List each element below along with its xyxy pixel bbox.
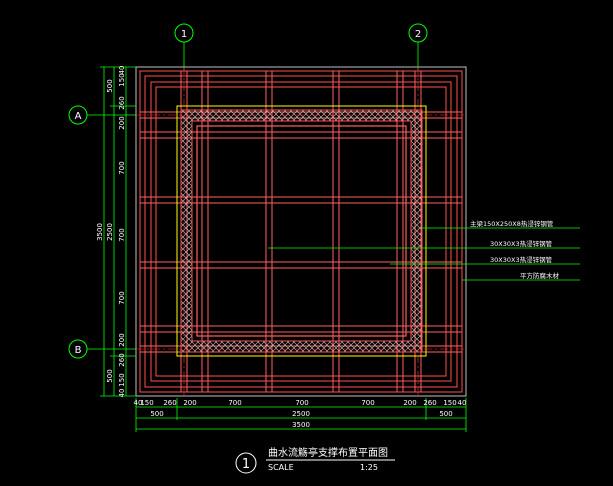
scale-label: SCALE xyxy=(268,463,294,472)
inner-border xyxy=(176,105,427,357)
detail-number: 1 xyxy=(242,457,250,472)
dim-bottom-r1-9: 150 xyxy=(443,399,456,407)
title-block: 1 曲水流觞亭支撑布置平面图 SCALE 1:25 xyxy=(235,446,395,474)
axis-bubble-a[interactable]: A xyxy=(68,105,88,125)
dim-left-inner-1: 150 xyxy=(118,73,126,86)
detail-bubble xyxy=(235,452,257,474)
dim-left-inner-0: 40 xyxy=(118,66,126,75)
dim-left-inner-6: 700 xyxy=(118,291,126,304)
axis-label-1: 1 xyxy=(181,29,187,40)
note-main-beam: 主梁150X250X8热浸锌钢管 xyxy=(470,219,554,228)
outer-frame xyxy=(135,66,467,397)
dim-bottom-r1-4: 700 xyxy=(228,399,241,407)
dim-bottom-r1-6: 700 xyxy=(361,399,374,407)
dim-left-mid-0: 500 xyxy=(106,79,114,92)
note-tube-1: 30X30X3热浸锌钢管 xyxy=(490,239,553,248)
dim-left-inner-9: 150 xyxy=(118,373,126,386)
dim-bottom-r1-5: 700 xyxy=(295,399,308,407)
dim-left-inner-7: 200 xyxy=(118,333,126,346)
dim-bottom-r1-3: 200 xyxy=(183,399,196,407)
dim-left-inner-2: 260 xyxy=(118,96,126,109)
dim-bottom-r3-0: 3500 xyxy=(292,421,310,429)
dim-bottom-r1-7: 200 xyxy=(403,399,416,407)
axis-bubble-1[interactable]: 1 xyxy=(174,23,194,43)
dim-left-inner-3: 200 xyxy=(118,116,126,129)
axis-label-a: A xyxy=(75,111,82,122)
dim-left-mid-2: 500 xyxy=(106,369,114,382)
dim-bottom-r1-2: 260 xyxy=(163,399,176,407)
dim-bottom-r2-2: 500 xyxy=(439,410,452,418)
drawing-title: 曲水流觞亭支撑布置平面图 xyxy=(268,446,388,459)
note-tube-2: 30X30X3热浸锌钢管 xyxy=(490,255,553,264)
notes: 主梁150X250X8热浸锌钢管 30X30X3热浸锌钢管 30X30X3热浸锌… xyxy=(470,219,560,280)
axis-bubble-2[interactable]: 2 xyxy=(408,23,428,43)
dim-left-inner-5: 700 xyxy=(118,228,126,241)
axis-label-b: B xyxy=(75,345,82,356)
dim-left-mid-1: 2500 xyxy=(106,223,114,241)
dim-left-inner-10: 40 xyxy=(118,389,126,398)
inner-frame xyxy=(196,125,407,337)
dim-bottom-r1-8: 260 xyxy=(423,399,436,407)
axis-lines xyxy=(136,67,466,396)
dim-bottom-r1-1: 150 xyxy=(140,399,153,407)
scale-value: 1:25 xyxy=(360,463,378,472)
dim-bottom-r2-1: 2500 xyxy=(292,410,310,418)
dim-left-inner-4: 700 xyxy=(118,161,126,174)
axis-label-2: 2 xyxy=(415,29,421,40)
note-wood: 平方防腐木材 xyxy=(520,271,560,280)
dim-bottom-r2-0: 500 xyxy=(150,410,163,418)
dim-bottom-r1-10: 40 xyxy=(458,399,467,407)
dim-left-outer-0: 3500 xyxy=(96,223,104,241)
dims-bottom xyxy=(135,398,467,432)
axis-bubble-b[interactable]: B xyxy=(68,339,88,359)
dims-left xyxy=(100,66,136,397)
dim-bottom-r1-0: 40 xyxy=(134,399,143,407)
hatch-band xyxy=(180,109,423,353)
dim-left-inner-8: 260 xyxy=(118,353,126,366)
note-leaders xyxy=(268,227,580,281)
